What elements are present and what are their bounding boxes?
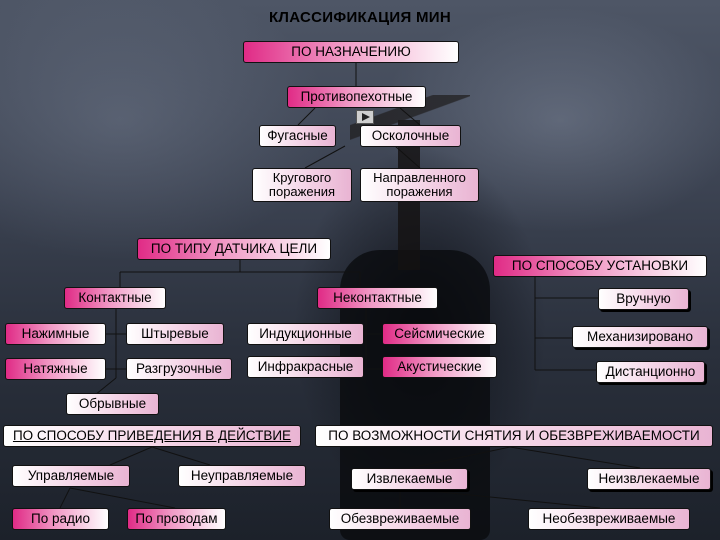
directional-damage-node: Направленного поражения	[360, 168, 479, 202]
fragmentation-node: Осколочные	[360, 125, 461, 147]
noncontact-node: Неконтактные	[317, 287, 438, 309]
removal-header: ПО ВОЗМОЖНОСТИ СНЯТИЯ И ОБЕЗВРЕЖИВАЕМОСТ…	[315, 425, 713, 447]
controlled-node: Управляемые	[12, 465, 130, 487]
play-icon[interactable]	[356, 110, 374, 124]
breakwire-node: Обрывные	[66, 393, 159, 415]
pressure-node: Нажимные	[5, 323, 106, 345]
activation-header: ПО СПОСОБУ ПРИВЕДЕНИЯ В ДЕЙСТВИЕ	[3, 425, 301, 447]
defusable-node: Обезвреживаемые	[329, 508, 471, 530]
antipersonnel-node: Противопехотные	[287, 86, 426, 108]
uncontrolled-node: Неуправляемые	[178, 465, 306, 487]
manual-node: Вручную	[598, 288, 689, 310]
remote-node: Дистанционно	[596, 361, 705, 383]
mechanized-node: Механизировано	[572, 326, 708, 348]
pin-node: Штыревые	[126, 323, 224, 345]
nonremovable-node: Неизвлекаемые	[587, 468, 711, 490]
directional-line-1: Направленного	[373, 170, 466, 186]
induction-node: Индукционные	[247, 323, 364, 345]
circular-damage-node: Кругового поражения	[252, 168, 352, 202]
circular-line-2: поражения	[268, 184, 336, 199]
nondefusable-node: Необезвреживаемые	[528, 508, 690, 530]
installation-header: ПО СПОСОБУ УСТАНОВКИ	[493, 255, 707, 277]
tension-node: Натяжные	[5, 358, 106, 380]
circular-line-1: Кругового	[272, 170, 332, 186]
infrared-node: Инфракрасные	[247, 356, 364, 378]
sensor-header: ПО ТИПУ ДАТЧИКА ЦЕЛИ	[137, 238, 331, 260]
seismic-node: Сейсмические	[382, 323, 497, 345]
release-node: Разгрузочные	[126, 358, 232, 380]
contact-node: Контактные	[64, 287, 166, 309]
slide-title: КЛАССИФИКАЦИЯ МИН	[268, 9, 452, 26]
acoustic-node: Акустические	[382, 356, 497, 378]
purpose-header: ПО НАЗНАЧЕНИЮ	[243, 41, 459, 63]
wire-node: По проводам	[127, 508, 226, 530]
blast-node: Фугасные	[259, 125, 336, 147]
directional-line-2: поражения	[386, 184, 453, 199]
radio-node: По радио	[12, 508, 109, 530]
removable-node: Извлекаемые	[351, 468, 468, 490]
